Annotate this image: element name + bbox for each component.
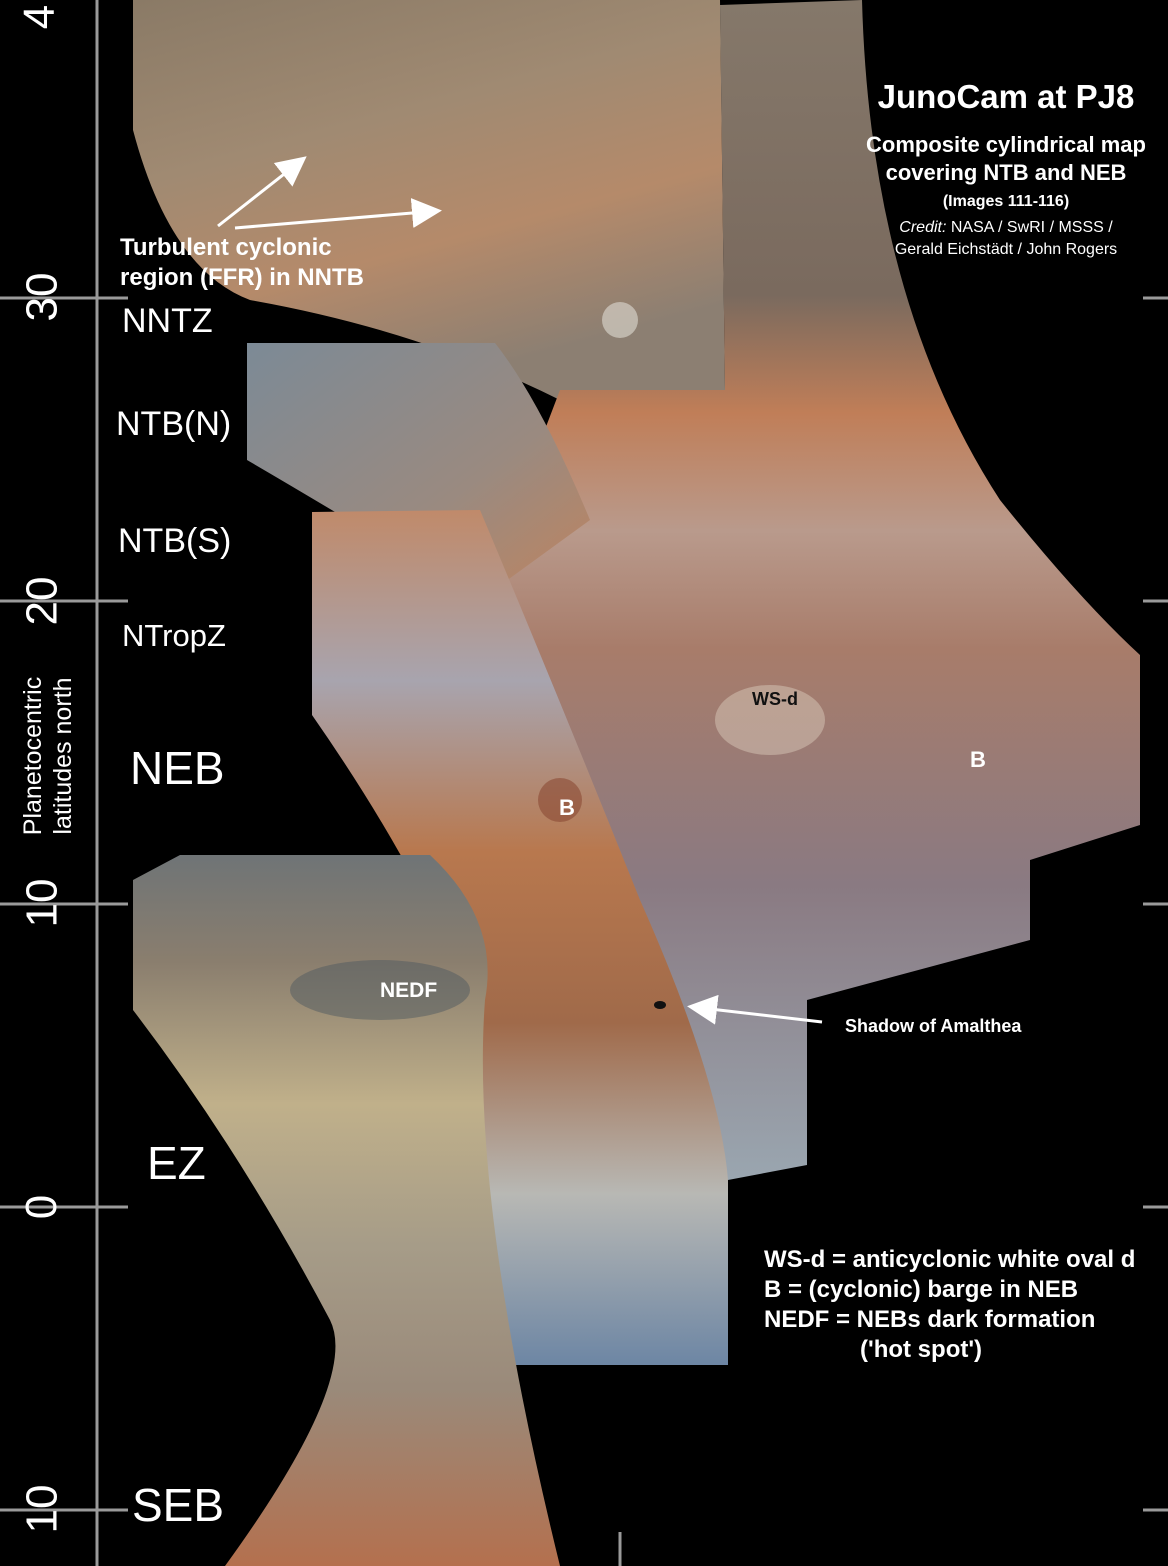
map-patch-ez xyxy=(133,855,560,1566)
legend: WS-d = anticyclonic white oval d B = (cy… xyxy=(764,1245,1135,1365)
legend-barge: B = (cyclonic) barge in NEB xyxy=(764,1276,1079,1303)
map-patch-neb xyxy=(312,510,728,1365)
map-patch-east xyxy=(480,0,1140,1180)
annotation-arrows xyxy=(217,156,823,1025)
axis-label: Planetocentric latitudes north xyxy=(18,636,78,876)
tick-label-0: 0 xyxy=(17,1194,67,1220)
credit-agencies: NASA / SwRI / MSSS / xyxy=(950,219,1113,236)
white-oval-wsd xyxy=(715,685,825,755)
credit-label: Credit: xyxy=(899,219,947,236)
amalthea-label: Shadow of Amalthea xyxy=(845,1016,1022,1036)
zone-ntb-n: NTB(N) xyxy=(116,405,232,443)
barge-label-1: B xyxy=(559,795,575,820)
tick-label-10: 10 xyxy=(17,878,67,928)
tick-label-10s: 10 xyxy=(17,1484,67,1534)
images-range: (Images 111-116) xyxy=(942,193,1070,210)
map-patch-ntb xyxy=(247,343,590,600)
title-block: JunoCam at PJ8 Composite cylindrical map… xyxy=(856,80,1156,261)
nedf-dark xyxy=(290,960,470,1020)
zone-ntb-s: NTB(S) xyxy=(118,522,232,560)
zone-ez: EZ xyxy=(147,1137,206,1189)
tick-label-30: 30 xyxy=(17,272,67,322)
zone-ntropz: NTropZ xyxy=(122,618,226,653)
barge-label-2: B xyxy=(970,747,986,772)
map-title: JunoCam at PJ8 xyxy=(877,78,1135,115)
zone-seb: SEB xyxy=(132,1479,225,1531)
legend-nedf: NEDF = NEBs dark formation xyxy=(764,1306,1096,1333)
axis-label-line1: Planetocentric xyxy=(19,676,47,836)
wsd-label: WS-d xyxy=(752,689,798,709)
barge-b xyxy=(538,778,582,822)
ffr-line1: Turbulent cyclonic xyxy=(120,234,332,261)
zone-neb: NEB xyxy=(130,742,225,794)
map-patch-nntb xyxy=(133,0,725,400)
credit-line1: Credit: NASA / SwRI / MSSS / xyxy=(856,217,1156,239)
zone-nntz: NNTZ xyxy=(122,302,213,340)
tick-label-40: 4 xyxy=(15,4,65,30)
subtitle-line1: Composite cylindrical map xyxy=(866,132,1146,157)
subtitle-line2: covering NTB and NEB xyxy=(885,160,1127,185)
legend-hot-spot: ('hot spot') xyxy=(860,1336,983,1363)
ffr-line2: region (FFR) in NNTB xyxy=(120,264,364,291)
legend-wsd: WS-d = anticyclonic white oval d xyxy=(764,1246,1136,1273)
ffr-annotation: Turbulent cyclonic region (FFR) in NNTB xyxy=(120,233,364,293)
nedf-label: NEDF xyxy=(380,979,438,1002)
tick-label-20: 20 xyxy=(17,576,67,626)
ffr-eddy xyxy=(602,302,638,338)
credit-line2: Gerald Eichstädt / John Rogers xyxy=(894,241,1118,258)
amalthea-shadow xyxy=(654,1001,666,1009)
axis-label-line2: latitudes north xyxy=(49,677,77,835)
